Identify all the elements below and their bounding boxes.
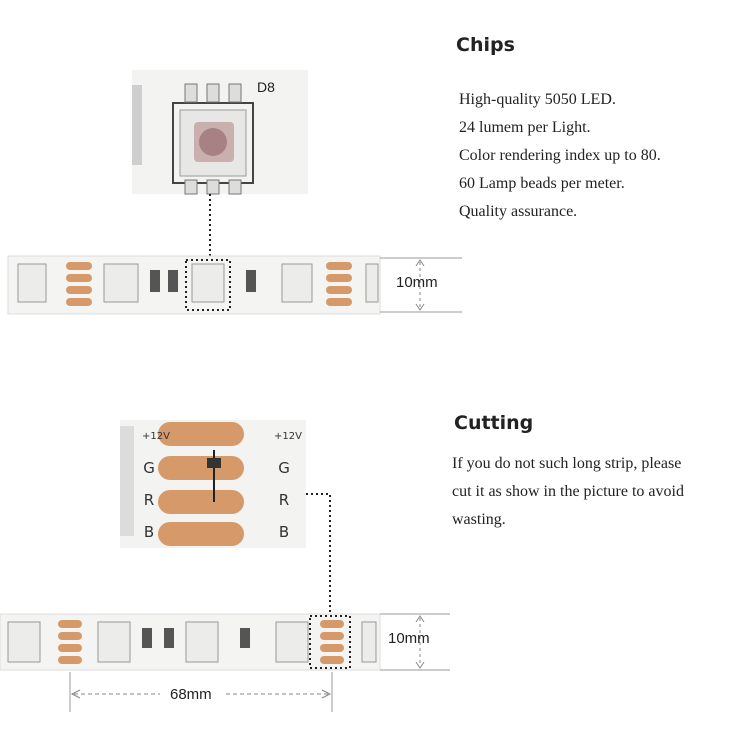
cutting-line: If you do not such long strip, please <box>452 455 682 472</box>
strip-width-label-bottom: 10mm <box>388 630 430 647</box>
chips-line: 60 Lamp beads per meter. <box>459 175 625 192</box>
chips-line: 24 lumem per Light. <box>459 119 591 136</box>
pad-label: G <box>143 459 155 477</box>
chip-label: D8 <box>257 79 275 95</box>
cutting-description: If you do not such long strip, please cu… <box>452 450 684 534</box>
chips-line: Color rendering index up to 80. <box>459 147 661 164</box>
led-strip-bottom <box>0 613 381 671</box>
pad-labels-left: +12V G R B <box>142 422 170 548</box>
chips-description: High-quality 5050 LED. 24 lumem per Ligh… <box>459 86 661 226</box>
chips-line: Quality assurance. <box>459 203 578 220</box>
pad-label: R <box>143 491 155 509</box>
pad-labels-right: +12V G R B <box>274 422 302 548</box>
pad-label: +12V <box>274 431 302 442</box>
pad-label: B <box>143 523 155 541</box>
led-strip-top <box>7 255 381 315</box>
pad-label: R <box>278 491 290 509</box>
pad-label: +12V <box>142 431 170 442</box>
strip-width-label-top: 10mm <box>396 274 438 291</box>
cut-pads-zoom-image <box>120 420 306 548</box>
pad-label: B <box>278 523 290 541</box>
cutting-line: cut it as show in the picture to avoid <box>452 483 684 500</box>
chip-zoom-image <box>132 70 308 195</box>
chips-line: High-quality 5050 LED. <box>459 91 616 108</box>
cutting-heading: Cutting <box>454 412 534 434</box>
cutting-line: wasting. <box>452 511 506 528</box>
pad-label: G <box>278 459 290 477</box>
chips-heading: Chips <box>456 34 515 56</box>
cut-length-label: 68mm <box>170 686 212 703</box>
